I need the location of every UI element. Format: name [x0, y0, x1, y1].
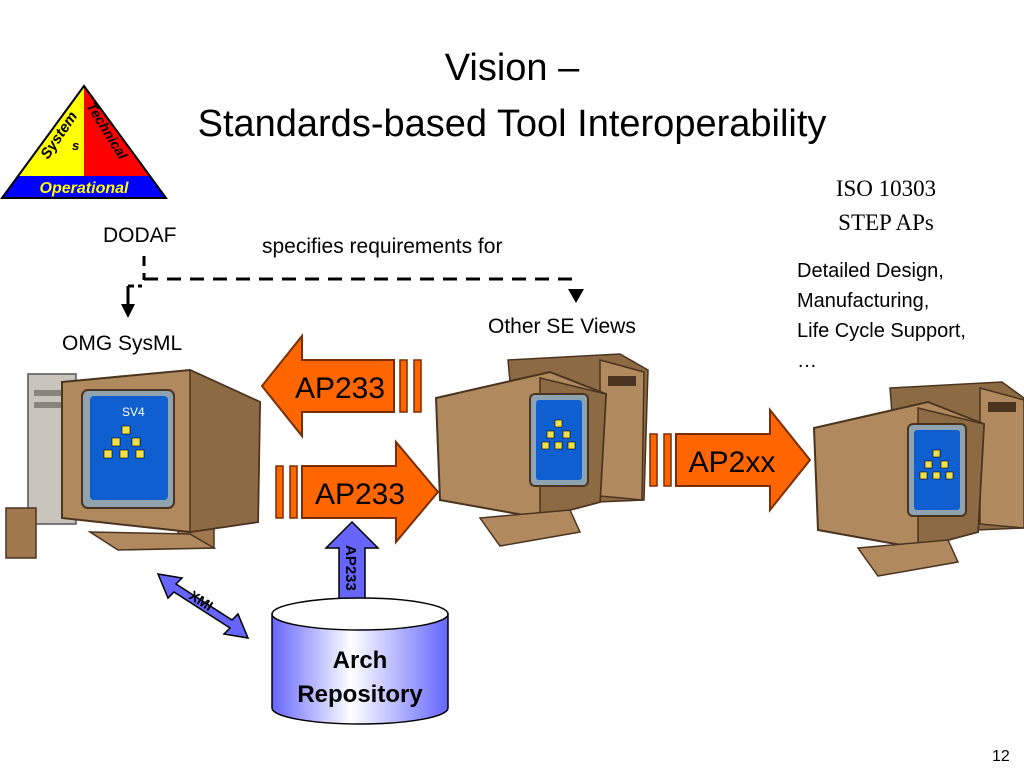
- monitor-screen: [536, 400, 582, 480]
- repository-label-line1: Arch: [333, 647, 388, 674]
- desc-line3: Life Cycle Support,: [797, 320, 966, 342]
- sysml-arrowhead: [121, 304, 135, 318]
- arch-repository: Arch Repository: [271, 597, 449, 725]
- sv4-tree-icon: [103, 425, 145, 459]
- ap233-vertical-label: AP233: [342, 545, 359, 591]
- repository-cylinder-top: [271, 597, 449, 631]
- systems-triangle-logo: System s Technical Operational: [0, 84, 168, 199]
- other-views-arrowhead: [568, 289, 584, 303]
- iso-line2: STEP APs: [838, 210, 934, 235]
- ap233-left-arrow: AP233: [260, 333, 422, 439]
- iso-label: ISO 10303 STEP APs: [800, 172, 972, 240]
- logo-systems-tail-text: s: [72, 138, 79, 153]
- repository-cylinder-body: [271, 614, 449, 725]
- se-views-workstation: [434, 353, 649, 547]
- page-number: 12: [992, 748, 1010, 765]
- monitor-stand: [478, 509, 582, 547]
- xmi-arrow: XMI: [156, 573, 250, 639]
- slide-title-line1: Vision –: [444, 47, 580, 89]
- ap233-right-arrow: AP233: [275, 439, 440, 545]
- dodaf-label: DODAF: [103, 224, 177, 247]
- other-se-views-label: Other SE Views: [488, 315, 636, 338]
- left-speaker: [5, 507, 37, 559]
- specifies-requirements-label: specifies requirements for: [262, 235, 503, 258]
- desc-line1: Detailed Design,: [797, 260, 944, 282]
- repository-label-line2: Repository: [297, 681, 423, 708]
- monitor-stand: [87, 531, 217, 551]
- omg-sysml-label: OMG SysML: [62, 332, 183, 355]
- step-ap-description: Detailed Design, Manufacturing, Life Cyc…: [797, 256, 966, 376]
- tree-icon: [919, 449, 954, 480]
- desc-line2: Manufacturing,: [797, 290, 930, 312]
- ap2xx-label: AP2xx: [689, 446, 776, 479]
- sv4-screen-label: SV4: [122, 405, 145, 419]
- monitor-screen: [914, 430, 960, 510]
- ap2xx-arrow: AP2xx: [649, 407, 812, 513]
- sysml-workstation: SV4: [5, 368, 262, 559]
- iso-line1: ISO 10303: [835, 176, 937, 201]
- slide-title-line2: Standards-based Tool Interoperability: [197, 103, 827, 145]
- monitor-stand: [856, 539, 960, 577]
- monitor-screen: [90, 396, 168, 500]
- ap233-left-label: AP233: [295, 372, 385, 405]
- tree-icon: [541, 419, 576, 450]
- step-ap-workstation: [812, 381, 1024, 577]
- desc-line4: …: [797, 350, 817, 372]
- ap233-right-label: AP233: [315, 478, 405, 511]
- logo-operational-text: Operational: [40, 180, 129, 197]
